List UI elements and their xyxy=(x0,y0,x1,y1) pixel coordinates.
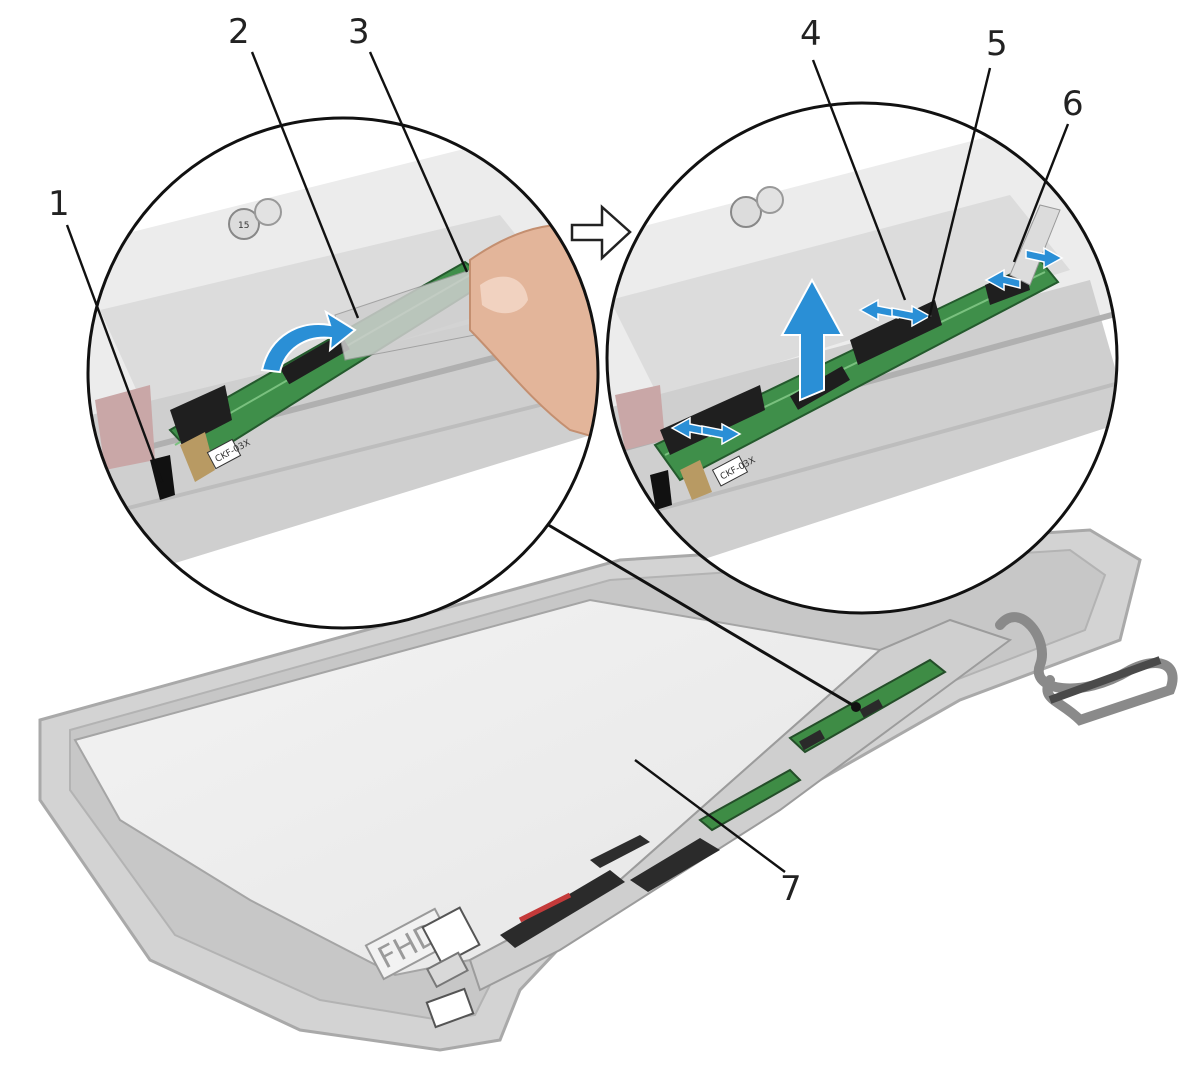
detail-circle-left: 15 CKF-03X xyxy=(86,116,600,630)
detail-anchor-dot xyxy=(851,702,861,712)
callout-7: 7 xyxy=(780,869,802,909)
peel-arrow-icon xyxy=(260,309,357,374)
leader-3 xyxy=(368,51,469,273)
callout-2: 2 xyxy=(228,12,250,52)
leader-7 xyxy=(634,759,786,873)
leader-5 xyxy=(927,67,992,319)
step-arrow-icon xyxy=(570,204,632,261)
qr-label xyxy=(421,906,481,966)
leader-2 xyxy=(250,51,360,319)
detail-leader xyxy=(539,518,857,709)
leader-6 xyxy=(1012,123,1070,263)
callout-1: 1 xyxy=(48,184,70,224)
double-arrow-icon xyxy=(670,246,1064,446)
hinge-left xyxy=(425,951,469,989)
detail-circle-right: CKF-03X xyxy=(605,101,1119,615)
callout-3: 3 xyxy=(348,12,370,52)
leader-1 xyxy=(65,224,164,483)
badge-text: 15 xyxy=(238,221,249,231)
callout-6: 6 xyxy=(1062,84,1084,124)
callout-4: 4 xyxy=(800,14,822,54)
leader-4 xyxy=(811,59,907,301)
callout-5: 5 xyxy=(986,24,1008,64)
panel-board-group xyxy=(500,658,947,948)
display-panel: FHD xyxy=(38,528,1178,1052)
lift-arrow-icon xyxy=(780,277,844,402)
bottom-qr-label xyxy=(425,987,475,1029)
